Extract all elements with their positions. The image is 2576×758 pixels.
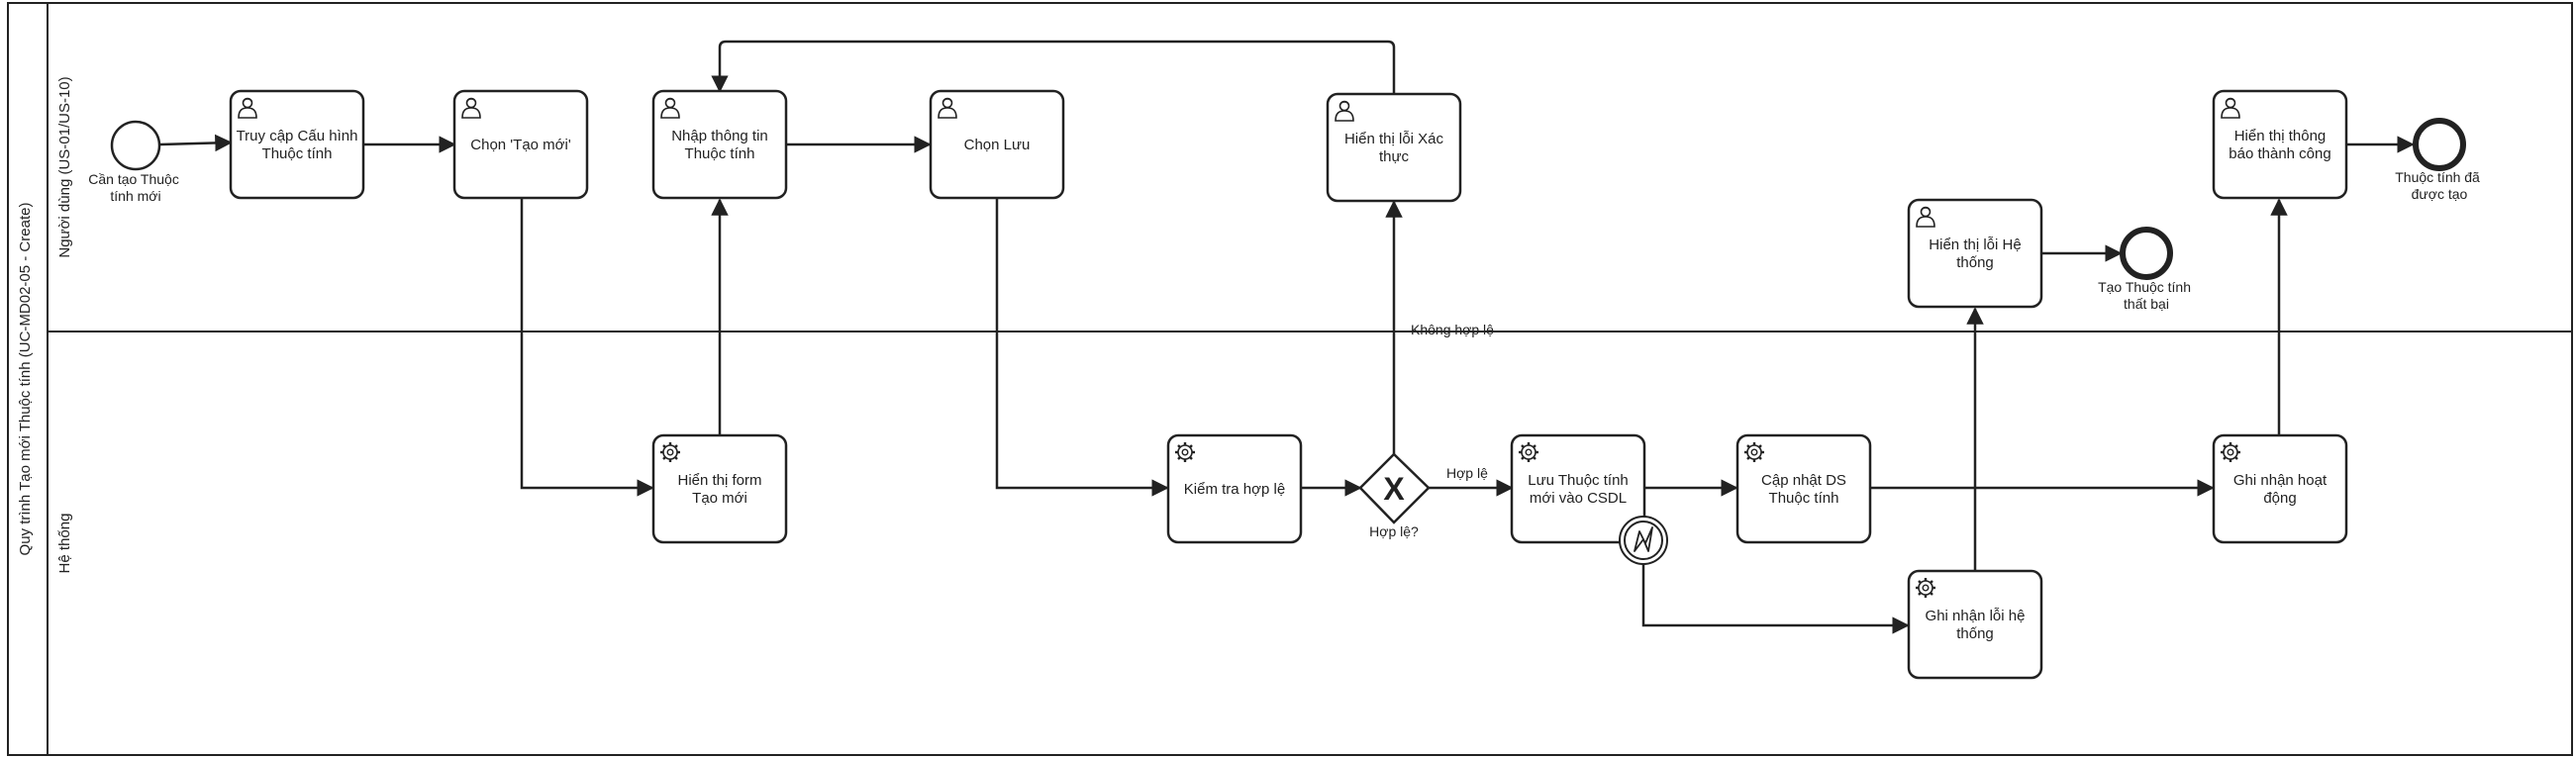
- gear-icon: [1173, 440, 1197, 464]
- task-validate[interactable]: Kiểm tra hợp lệ: [1166, 433, 1303, 544]
- task-validate-label: Kiểm tra hợp lệ: [1184, 481, 1285, 498]
- lane-label-user: Người dùng (US-01/US-10): [56, 76, 73, 257]
- task-choose-new-box: [452, 89, 589, 200]
- task-choose-save[interactable]: Chọn Lưu: [929, 89, 1065, 200]
- gateway-symbol: X: [1383, 471, 1405, 507]
- flow-start-to-access: [159, 134, 233, 152]
- start-event-label: Cần tạo Thuộc tính mới: [88, 171, 182, 204]
- end-event-success-label: Thuộc tính đã được tạo: [2395, 169, 2484, 202]
- lane-label-system: Hệ thống: [56, 514, 73, 574]
- end-event-fail[interactable]: Tạo Thuộc tính thất bại: [2098, 227, 2195, 312]
- end-event-fail-label: Tạo Thuộc tính thất bại: [2098, 279, 2195, 312]
- flow-label-valid: Hợp lệ: [1446, 465, 1488, 481]
- task-save-db-box: [1510, 433, 1646, 544]
- start-event[interactable]: Cần tạo Thuộc tính mới: [88, 120, 182, 204]
- flow-choose-save-to-validate: [995, 198, 1169, 497]
- error-boundary-event[interactable]: [1619, 516, 1668, 565]
- gateway-label: Hợp lệ?: [1369, 523, 1419, 539]
- task-show-success-box: [2212, 89, 2348, 200]
- task-choose-new-label: Chọn 'Tạo mới': [470, 137, 571, 153]
- flow-label-invalid: Không hợp lệ: [1411, 322, 1494, 337]
- task-validate-box: [1166, 433, 1303, 544]
- task-log-activity-box: [2212, 433, 2348, 544]
- task-update-list-box: [1735, 433, 1872, 544]
- flow-error-boundary-to-log-error: [1641, 564, 1910, 634]
- task-choose-save-box: [929, 89, 1065, 200]
- task-show-system-error-box: [1907, 198, 2043, 309]
- flow-validation-error-to-enter-info: [711, 40, 1396, 94]
- exclusive-gateway[interactable]: X Hợp lệ?: [1358, 452, 1431, 539]
- gear-icon: [1517, 440, 1540, 464]
- task-show-form-box: [651, 433, 788, 544]
- task-choose-new[interactable]: Chọn 'Tạo mới': [452, 89, 589, 200]
- gear-icon: [658, 440, 682, 464]
- lightning-icon: [1634, 526, 1653, 552]
- end-event-success[interactable]: Thuộc tính đã được tạo: [2395, 118, 2484, 202]
- sequence-flows: [159, 40, 2415, 634]
- pool: Quy trình Tạo mới Thuộc tính (UC-MD02-05…: [7, 2, 2573, 756]
- task-choose-save-label: Chọn Lưu: [964, 137, 1031, 153]
- task-enter-info-box: [651, 89, 788, 200]
- task-log-error-box: [1907, 569, 2043, 680]
- flow-choose-new-to-show-form: [520, 198, 654, 497]
- gear-icon: [1742, 440, 1766, 464]
- task-show-validation-error-box: [1326, 92, 1462, 203]
- task-access-config-box: [229, 89, 365, 200]
- gear-icon: [2219, 440, 2242, 464]
- gear-icon: [1914, 576, 1937, 600]
- pool-label: Quy trình Tạo mới Thuộc tính (UC-MD02-05…: [17, 203, 34, 556]
